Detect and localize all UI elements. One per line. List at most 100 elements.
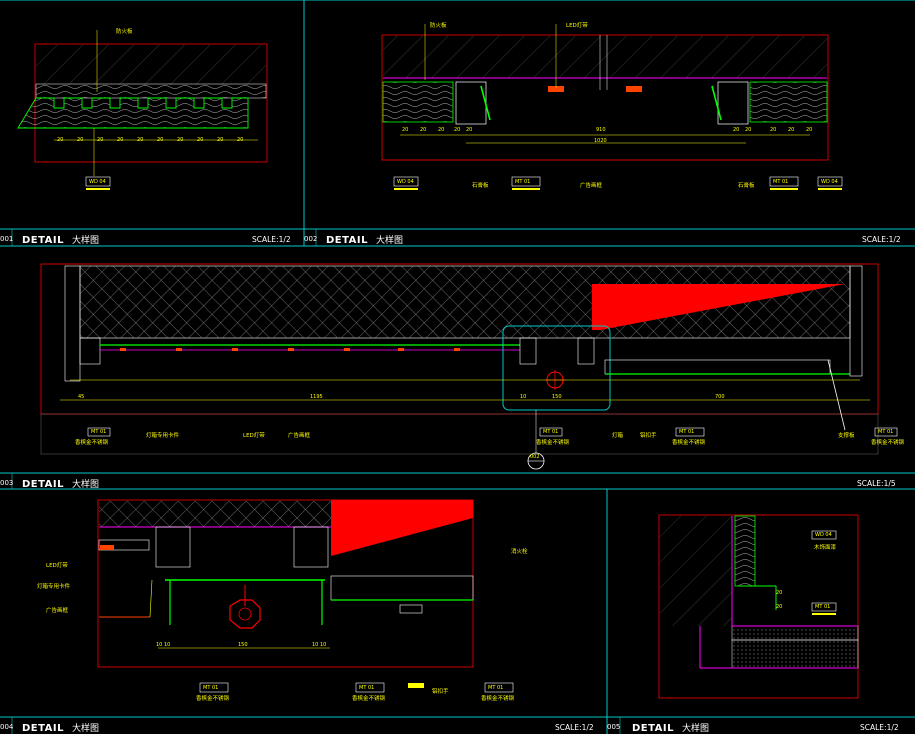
detail-label: DETAIL	[22, 723, 65, 734]
label-fireboard: 防火板	[116, 29, 133, 35]
panel-4-scale: SCALE:1/2	[555, 723, 594, 732]
tag-mt01: MT 01	[515, 179, 531, 185]
dim: 20	[117, 137, 124, 143]
panel-5-title: DETAIL 大样图	[632, 721, 709, 734]
label-ss-plate: 香槟金不锈钢	[352, 696, 386, 702]
tag-mt01: MT 01	[773, 179, 789, 185]
panel-3-drawing	[40, 263, 898, 470]
dim: 10 10	[312, 642, 327, 648]
dim: 20	[402, 127, 409, 133]
tag-mt01: MT 01	[91, 429, 107, 435]
tag-mt01: MT 01	[679, 429, 695, 435]
detail-label: DETAIL	[326, 235, 369, 246]
detail-subtitle: 大样图	[72, 724, 100, 734]
dim: 20	[177, 137, 184, 143]
panel-5-scale: SCALE:1/2	[860, 723, 899, 732]
label-led-strip: LED灯带	[46, 563, 68, 569]
detail-label: DETAIL	[632, 723, 675, 734]
detail-subtitle: 大样图	[376, 236, 404, 246]
dim: 20	[733, 127, 740, 133]
dim: 20	[806, 127, 813, 133]
dim: 20	[137, 137, 144, 143]
label-fire-sprinkler: 消火栓	[511, 549, 528, 555]
dim: 10	[520, 394, 527, 400]
dim: 700	[715, 394, 725, 400]
dim: 20	[438, 127, 445, 133]
dim: 20	[770, 127, 777, 133]
label-led-strip: LED灯带	[243, 433, 265, 439]
tag-mt01: MT 01	[203, 685, 219, 691]
panel-4-drawing	[97, 499, 514, 693]
dim: 20	[77, 137, 84, 143]
label-support: 支撑板	[838, 433, 855, 439]
detail-label: DETAIL	[22, 479, 65, 490]
panel-4-number: 004	[0, 723, 14, 731]
label-fireboard: 防火板	[430, 23, 447, 29]
label-ss-plate: 香槟金不锈钢	[672, 440, 706, 446]
detail-subtitle: 大样图	[72, 480, 100, 490]
detail-label: DETAIL	[22, 235, 65, 246]
dim: 20	[454, 127, 461, 133]
panel-1-scale: SCALE:1/2	[252, 235, 291, 244]
dim: 20	[776, 590, 783, 596]
title-bar-dividers	[11, 229, 621, 734]
tag-mt01: MT 01	[488, 685, 504, 691]
tag-wd04: WD 04	[821, 179, 838, 185]
tag-mt01: MT 01	[543, 429, 559, 435]
tag-mt01: MT 01	[878, 429, 894, 435]
label-gypsum: 石膏板	[472, 183, 489, 189]
dim: 20	[466, 127, 473, 133]
panel-2-drawing	[381, 24, 843, 190]
detail-subtitle: 大样图	[72, 236, 100, 246]
label-panel-hinge: 铝扣手	[640, 433, 657, 439]
dim: 20	[420, 127, 427, 133]
dim: 20	[788, 127, 795, 133]
panel-1-number: 001	[0, 235, 14, 243]
panel-2-number: 002	[304, 235, 318, 243]
panel-4-title: DETAIL 大样图	[22, 721, 99, 734]
tag-wd04: WD 04	[397, 179, 414, 185]
label-lightbox: 灯箱	[612, 433, 624, 439]
dim: 20	[237, 137, 244, 143]
label-gypsum: 石膏板	[738, 183, 755, 189]
dim: 150	[238, 642, 248, 648]
callout-ref: 002	[530, 454, 540, 460]
dim: 10 10	[156, 642, 171, 648]
panel-1-drawing	[17, 30, 268, 190]
detail-subtitle: 大样图	[682, 724, 710, 734]
dim-inner: 910	[596, 127, 606, 133]
label-ss-plate: 香槟金不锈钢	[75, 440, 109, 446]
label-ad-box: 广告画框	[580, 183, 603, 189]
panel-1-title: DETAIL 大样图	[22, 233, 99, 246]
dim: 20	[217, 137, 224, 143]
label-ss-plate: 香槟金不锈钢	[481, 696, 515, 702]
dim: 20	[57, 137, 64, 143]
tag-wd04: WD 04	[89, 179, 106, 185]
label-ss-plate: 香槟金不锈钢	[196, 696, 230, 702]
label-panel-hinge: 铝扣手	[432, 689, 449, 695]
dim-outer: 1020	[594, 138, 607, 144]
panel-3-scale: SCALE:1/5	[857, 479, 896, 488]
dim: 20	[157, 137, 164, 143]
label-ad-box: 广告画框	[288, 433, 311, 439]
label-light-slot: 灯箱专用卡件	[146, 433, 180, 439]
dim: 45	[78, 394, 85, 400]
tag-mt01: MT 01	[359, 685, 375, 691]
dim: 20	[776, 604, 783, 610]
panel-3-title: DETAIL 大样图	[22, 477, 99, 490]
dim: 20	[97, 137, 104, 143]
label-wood-paint: 木饰面漆	[814, 545, 837, 551]
panel-2-scale: SCALE:1/2	[862, 235, 901, 244]
label-light-slot: 灯箱专用卡件	[37, 584, 71, 590]
panel-3-number: 003	[0, 479, 14, 487]
label-ss-plate: 香槟金不锈钢	[871, 440, 905, 446]
dim: 20	[745, 127, 752, 133]
tag-mt01: MT 01	[815, 604, 831, 610]
label-led-strip: LED灯带	[566, 23, 588, 29]
dim: 150	[552, 394, 562, 400]
dim: 20	[197, 137, 204, 143]
dim: 1195	[310, 394, 323, 400]
panel-2-title: DETAIL 大样图	[326, 233, 403, 246]
